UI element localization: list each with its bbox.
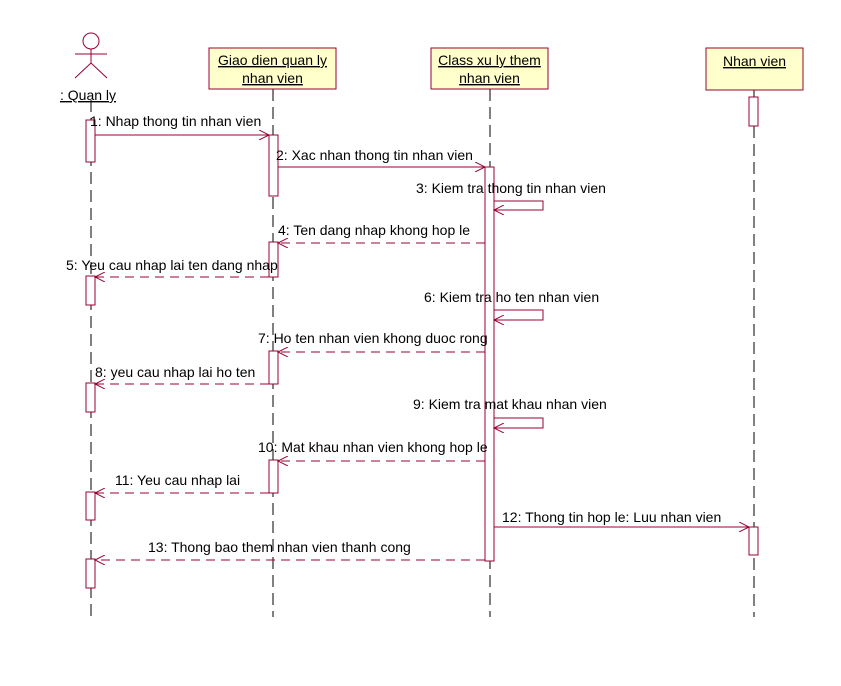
message-9-arrow <box>494 417 544 428</box>
actor-head <box>82 32 100 50</box>
activation-actor <box>85 119 96 163</box>
activation-actor <box>85 382 96 413</box>
activation-giao-dien <box>268 459 279 494</box>
message-1-label: 1: Nhap thong tin nhan vien <box>90 113 261 129</box>
message-6-label: 6: Kiem tra ho ten nhan vien <box>424 289 599 305</box>
object-name-line2: nhan vien <box>242 70 303 86</box>
activations <box>85 96 759 589</box>
message-12-label: 12: Thong tin hop le: Luu nhan vien <box>502 509 721 525</box>
message-5-label: 5: Yeu cau nhap lai ten dang nhap <box>66 257 278 273</box>
activation-actor <box>85 558 96 589</box>
object-box <box>208 47 337 90</box>
message-11-label: 11: Yeu cau nhap lai <box>115 472 240 488</box>
actor-left-leg <box>74 62 92 79</box>
message-3-label: 3: Kiem tra thong tin nhan vien <box>416 180 606 196</box>
message-2-label: 2: Xac nhan thong tin nhan vien <box>276 147 473 163</box>
message-10-label: 10: Mat khau nhan vien khong hop le <box>258 439 488 455</box>
activation-giao-dien <box>268 350 279 385</box>
messages <box>95 135 749 560</box>
lifelines <box>90 89 755 617</box>
object-box <box>430 47 549 90</box>
object-name-line1: Giao dien quan ly <box>218 52 327 68</box>
actor-quan-ly[interactable] <box>74 32 108 79</box>
message-9-label: 9: Kiem tra mat khau nhan vien <box>413 396 607 412</box>
object-name-line1: Nhan vien <box>723 53 786 69</box>
message-8-label: 8: yeu cau nhap lai ho ten <box>95 364 255 380</box>
actor-label: : Quan ly <box>60 87 116 103</box>
activation-giao-dien <box>268 241 279 278</box>
activation-nhan-vien <box>748 526 759 556</box>
object-box <box>705 47 804 91</box>
actor-right-leg <box>90 62 108 79</box>
object-name-line1: Class xu ly them <box>438 52 541 68</box>
message-7-label: 7: Ho ten nhan vien khong duoc rong <box>258 330 488 346</box>
object-class-xu-ly-them[interactable]: Class xu ly them nhan vien <box>430 47 549 90</box>
object-nhan-vien[interactable]: Nhan vien <box>705 47 804 91</box>
message-6-arrow <box>494 309 544 320</box>
object-name-line2: nhan vien <box>459 70 520 86</box>
message-13-label: 13: Thong bao them nhan vien thanh cong <box>148 539 411 555</box>
message-3-arrow <box>494 200 544 210</box>
object-giao-dien-quan-ly[interactable]: Giao dien quan ly nhan vien <box>208 47 337 90</box>
activation-giao-dien <box>268 134 279 197</box>
message-4-label: 4: Ten dang nhap khong hop le <box>278 222 470 238</box>
activation-nhan-vien-top <box>748 96 759 127</box>
activation-class-xu-ly <box>484 166 495 562</box>
activation-actor <box>85 491 96 521</box>
message-labels: 1: Nhap thong tin nhan vien 2: Xac nhan … <box>66 113 721 555</box>
activation-actor <box>85 275 96 306</box>
